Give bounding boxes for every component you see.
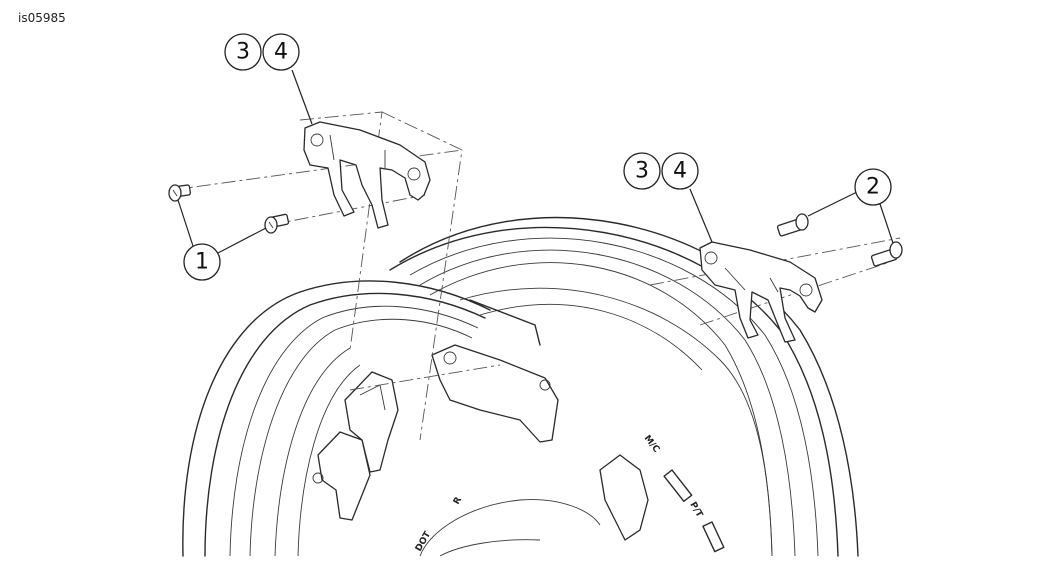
rim-mark-mc: M/C — [642, 434, 662, 455]
svg-text:2: 2 — [866, 175, 880, 200]
callout-right-3: 3 — [623, 152, 661, 190]
left-screw-lower — [264, 213, 290, 234]
callout-screws-2: 2 — [854, 168, 892, 206]
rim-mark-pt: P/T — [687, 501, 704, 521]
svg-text:3: 3 — [236, 40, 250, 65]
left-screw-upper — [168, 184, 191, 202]
svg-text:1: 1 — [195, 250, 209, 275]
figure-id: is05985 — [18, 11, 66, 25]
svg-text:4: 4 — [673, 159, 687, 184]
right-screw-upper — [776, 213, 809, 237]
rim-mark-r: R — [452, 495, 464, 506]
callout-left-4: 4 — [262, 33, 300, 71]
svg-text:4: 4 — [274, 40, 288, 65]
callout-left-3: 3 — [224, 33, 262, 71]
right-screw-lower — [870, 241, 903, 267]
callout-right-4: 4 — [661, 152, 699, 190]
leader-lines — [177, 69, 894, 254]
svg-text:3: 3 — [635, 159, 649, 184]
left-wheel-weight — [303, 121, 431, 229]
rim-mark-dot: DOT — [414, 529, 434, 553]
right-wheel-weight — [699, 241, 823, 343]
callout-screws-1: 1 — [183, 243, 221, 281]
wheel-assembly: M/C P/T R DOT — [182, 216, 859, 557]
